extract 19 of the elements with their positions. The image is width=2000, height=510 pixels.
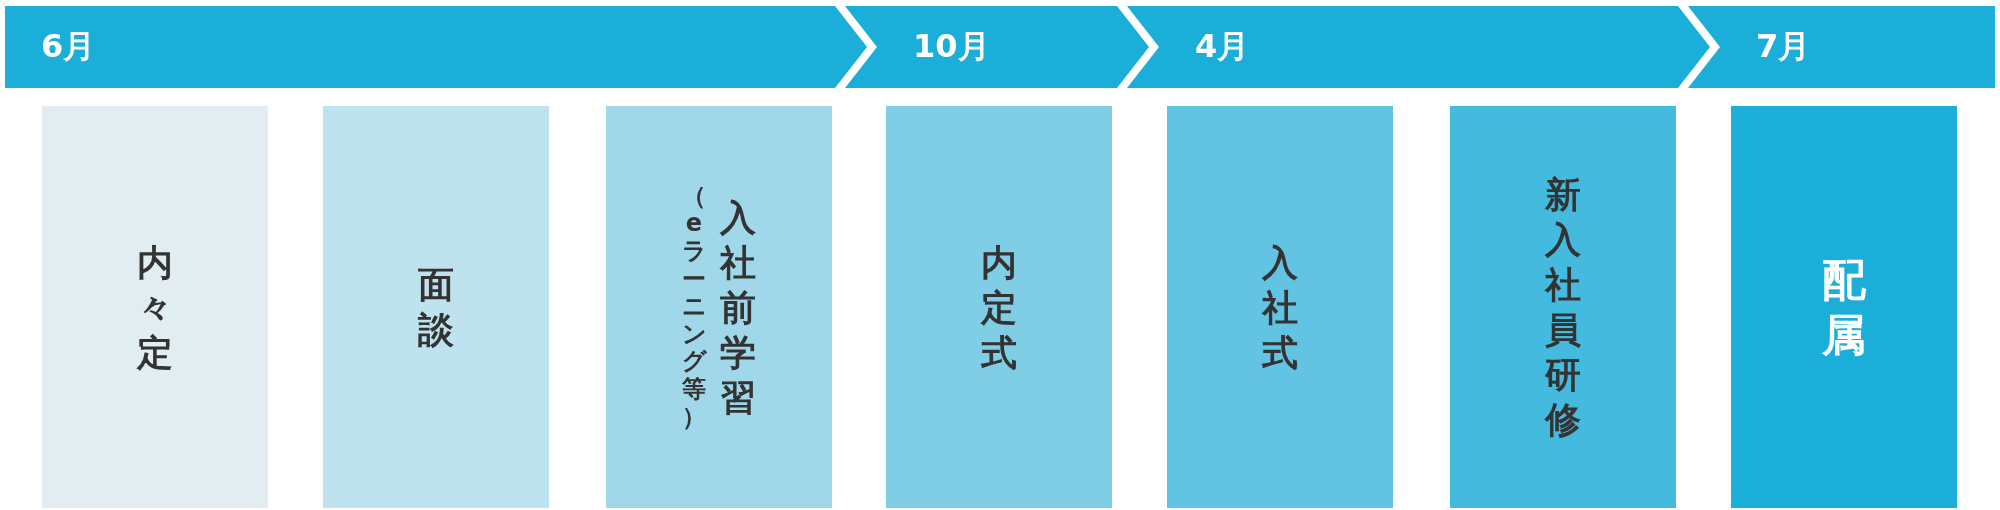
stage-label: 入社式 xyxy=(1262,240,1298,375)
stage-label: 新入社員研修 xyxy=(1545,173,1581,442)
month-label: 7月 xyxy=(1756,26,1811,66)
month-label: 4月 xyxy=(1195,26,1250,66)
stage-label: 内定式 xyxy=(981,240,1017,375)
stage-box xyxy=(1450,106,1676,508)
stage-box xyxy=(42,106,268,508)
stage-box xyxy=(323,106,549,508)
month-label: 10月 xyxy=(913,26,990,66)
stage-label: 内々定 xyxy=(137,240,173,375)
stage-box xyxy=(1167,106,1393,508)
stage-label: 入社前学習 xyxy=(720,195,756,420)
stage-box xyxy=(1731,106,1957,508)
stage-box xyxy=(606,106,832,508)
stage-label: 配属 xyxy=(1822,253,1866,362)
stage-note: （eラーニング等） xyxy=(682,182,706,432)
stage-label: 面談 xyxy=(418,263,454,352)
stage-box xyxy=(886,106,1112,508)
month-label: 6月 xyxy=(41,26,96,66)
